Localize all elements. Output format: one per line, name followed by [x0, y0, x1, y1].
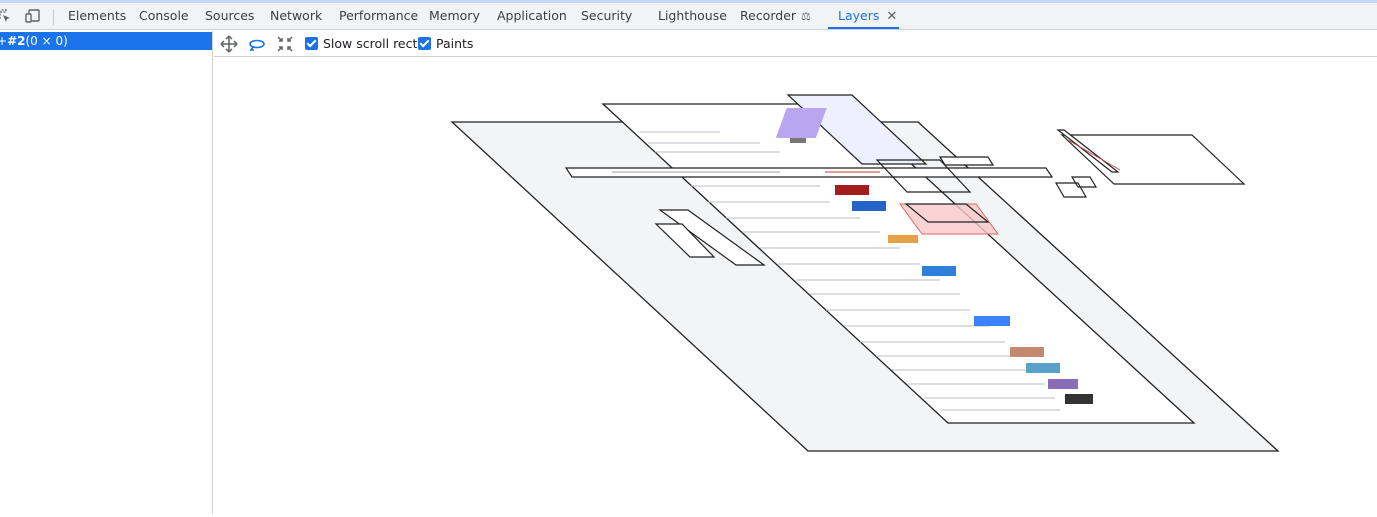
- layer-tree-item-selected[interactable]: +#2(0 × 0): [0, 32, 212, 50]
- tab-console[interactable]: Console: [139, 8, 189, 23]
- page-content-preview: [640, 131, 1060, 411]
- tab-performance[interactable]: Performance: [339, 8, 419, 23]
- layers-3d-visualization: [450, 94, 1280, 452]
- tab-recorder-label: Recorder: [740, 8, 797, 23]
- experiment-flask-icon: ⚖: [801, 10, 811, 23]
- slow-scroll-rects-checkbox[interactable]: [305, 37, 318, 50]
- sticky-header-layer: [564, 167, 1054, 178]
- layer-name: +#2: [0, 34, 26, 48]
- floating-layer-a: [658, 209, 766, 266]
- layers-toolbar: Slow scroll rects Paints: [214, 31, 1377, 57]
- rotate-mode-icon[interactable]: [248, 35, 266, 53]
- reset-transform-icon[interactable]: [276, 35, 294, 53]
- layer-size: (0 × 0): [25, 34, 68, 48]
- pan-mode-icon[interactable]: [220, 35, 238, 53]
- tab-sources[interactable]: Sources: [205, 8, 255, 23]
- tab-recorder[interactable]: Recorder ⚖: [740, 3, 811, 29]
- tab-lighthouse[interactable]: Lighthouse: [658, 8, 727, 23]
- layers-3d-viewport[interactable]: [214, 58, 1377, 514]
- paints-label: Paints: [436, 36, 474, 51]
- tab-network[interactable]: Network: [270, 8, 323, 23]
- paint-rect-b: [904, 203, 990, 223]
- close-tab-icon[interactable]: ✕: [886, 9, 898, 24]
- toolbar-divider: [53, 9, 54, 25]
- floating-layer-c: [875, 159, 972, 193]
- tab-layers-label: Layers: [838, 8, 880, 23]
- device-toolbar-icon[interactable]: [25, 8, 41, 24]
- floating-layer-g: [1070, 176, 1098, 188]
- banner-image: [775, 108, 827, 138]
- floating-layer-b: [654, 223, 716, 258]
- paints-checkbox[interactable]: [418, 37, 431, 50]
- floating-layer-d: [938, 156, 995, 166]
- floating-layer-e: [1060, 134, 1246, 185]
- tab-elements[interactable]: Elements: [68, 8, 127, 23]
- tab-memory[interactable]: Memory: [429, 8, 480, 23]
- tab-security[interactable]: Security: [581, 8, 633, 23]
- window-top-edge: [0, 0, 1377, 3]
- inspect-element-icon[interactable]: [0, 8, 12, 24]
- devtools-tab-bar: Elements Console Sources Network Perform…: [0, 3, 1377, 30]
- tab-application[interactable]: Application: [497, 8, 567, 23]
- floating-layer-h: [1054, 182, 1088, 198]
- tab-layers[interactable]: Layers ✕: [828, 3, 900, 29]
- page-thumbnails: [790, 137, 1093, 404]
- slow-scroll-rects-label: Slow scroll rects: [323, 36, 424, 51]
- layer-tree-pane: +#2(0 × 0): [0, 31, 213, 514]
